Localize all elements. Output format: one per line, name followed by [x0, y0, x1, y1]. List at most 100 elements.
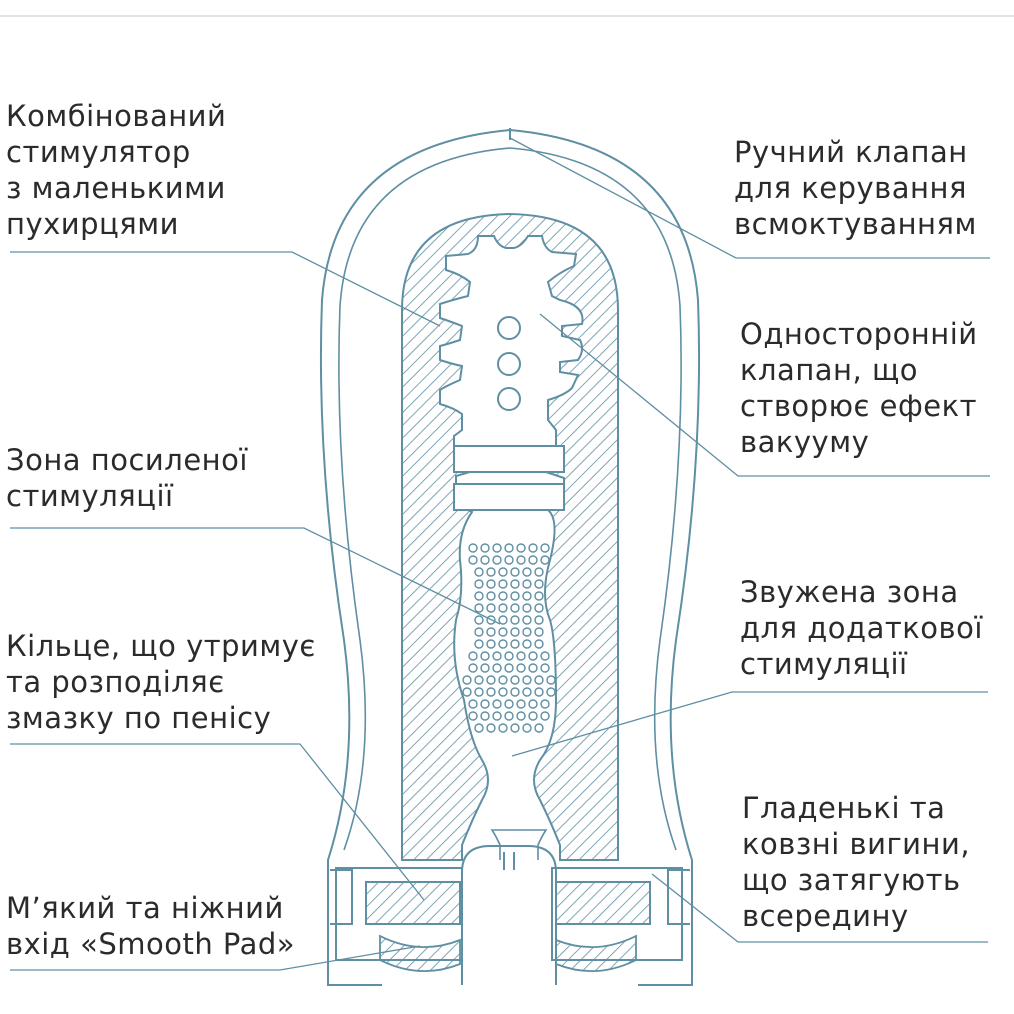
valve-dot-3 [497, 387, 521, 411]
label-line: ковзні вигини, [742, 827, 971, 861]
stimulation-bubble [522, 579, 532, 589]
stimulation-bubble [498, 615, 508, 625]
valve-dot-2 [497, 352, 521, 376]
label-enhanced-zone: Зона посиленої стимуляції [6, 442, 248, 514]
stimulation-bubble [504, 651, 514, 661]
label-line: пухирцями [6, 207, 179, 241]
stimulation-bubble [462, 687, 472, 697]
stimulation-bubble [510, 579, 520, 589]
stimulation-bubble [462, 675, 472, 685]
pointer-smooth-pad [10, 945, 421, 971]
stimulation-bubble [510, 567, 520, 577]
sleeve-body [401, 212, 619, 861]
label-line: стимуляції [6, 479, 174, 513]
label-smooth-curves: Гладенькі та ковзні вигини, що затягують… [742, 790, 970, 934]
lube-ring-left [365, 881, 461, 925]
stimulation-bubble [510, 675, 520, 685]
pointer-narrow-zone [511, 691, 988, 757]
stimulation-bubble [468, 555, 478, 565]
stimulation-bubble [498, 579, 508, 589]
stimulation-bubble [516, 543, 526, 553]
stimulation-bubble [486, 579, 496, 589]
pointer-manual-valve [509, 137, 990, 259]
label-line: всередину [742, 899, 909, 933]
stimulation-bubble [486, 567, 496, 577]
label-line: вхід «Smooth Pad» [6, 927, 296, 961]
stimulation-bubble [468, 663, 478, 673]
stimulation-bubble [510, 687, 520, 697]
label-one-way-valve: Односторонній клапан, що створює ефект в… [740, 316, 978, 460]
stimulation-bubble [474, 591, 484, 601]
stimulation-bubble [504, 555, 514, 565]
label-line: М’який та ніжний [6, 891, 284, 925]
stimulation-bubble [492, 699, 502, 709]
stimulation-bubble [474, 603, 484, 613]
pointer-one-way-valve [539, 313, 990, 477]
stimulation-bubble [534, 579, 544, 589]
stimulation-bubble [498, 591, 508, 601]
stimulation-bubble [474, 675, 484, 685]
side-clip-right [667, 869, 690, 925]
stimulation-bubble [516, 651, 526, 661]
stimulation-bubble [480, 543, 490, 553]
stimulation-bubble [540, 651, 550, 661]
stimulation-bubble [516, 711, 526, 721]
outer-case-inner-line [338, 147, 682, 851]
stimulation-bubble [516, 663, 526, 673]
ring-upper [453, 445, 565, 473]
label-line: Зона посиленої [6, 443, 248, 477]
label-line: клапан, що [740, 353, 919, 387]
stimulation-bubble [540, 555, 550, 565]
stimulation-bubble [534, 591, 544, 601]
stimulation-bubble [528, 543, 538, 553]
stimulation-bubble [474, 567, 484, 577]
stimulation-bubble [492, 555, 502, 565]
stimulation-bubble [492, 663, 502, 673]
stimulation-bubble [522, 603, 532, 613]
stimulation-bubble [540, 663, 550, 673]
stimulation-bubble [504, 543, 514, 553]
label-line: Комбінований [6, 99, 227, 133]
stimulation-bubble [498, 723, 508, 733]
stimulation-bubble [522, 591, 532, 601]
stimulation-bubble [522, 627, 532, 637]
stimulation-bubble [540, 699, 550, 709]
stimulation-bubble [522, 675, 532, 685]
stimulation-bubble [474, 687, 484, 697]
stimulation-bubble [546, 687, 556, 697]
stimulation-bubble [534, 723, 544, 733]
pointer-enhanced-zone [10, 527, 501, 625]
label-line: Односторонній [740, 317, 978, 351]
stimulation-bubble [510, 723, 520, 733]
pointer-combo-stimulator [10, 251, 441, 327]
label-line: Ручний клапан [734, 135, 968, 169]
stimulation-bubble [468, 699, 478, 709]
stimulation-bubble [510, 603, 520, 613]
label-line: всмоктуванням [734, 207, 977, 241]
stimulation-bubble [486, 591, 496, 601]
stimulation-bubble [492, 651, 502, 661]
label-line: Кільце, що утримує [6, 629, 316, 663]
stimulation-bubble [510, 615, 520, 625]
label-manual-valve: Ручний клапан для керування всмоктування… [734, 134, 977, 242]
stimulation-bubble [474, 615, 484, 625]
stimulation-bubble [498, 687, 508, 697]
stimulation-bubble [528, 699, 538, 709]
stimulation-bubble [486, 639, 496, 649]
stimulation-bubble [516, 555, 526, 565]
stimulation-bubble [474, 639, 484, 649]
stimulation-bubble [492, 543, 502, 553]
stimulation-bubble [522, 615, 532, 625]
label-combo-stimulator: Комбінований стимулятор з маленькими пух… [6, 98, 226, 242]
stimulation-bubble [474, 579, 484, 589]
stimulation-bubble [528, 711, 538, 721]
stimulation-bubble [486, 675, 496, 685]
stimulation-bubble [486, 603, 496, 613]
label-lube-ring: Кільце, що утримує та розподіляє змазку … [6, 628, 316, 736]
stimulation-bubble [510, 639, 520, 649]
label-line: стимулятор [6, 135, 191, 169]
stimulation-bubble [498, 627, 508, 637]
ring-lower [453, 483, 565, 511]
stimulation-bubble [534, 627, 544, 637]
